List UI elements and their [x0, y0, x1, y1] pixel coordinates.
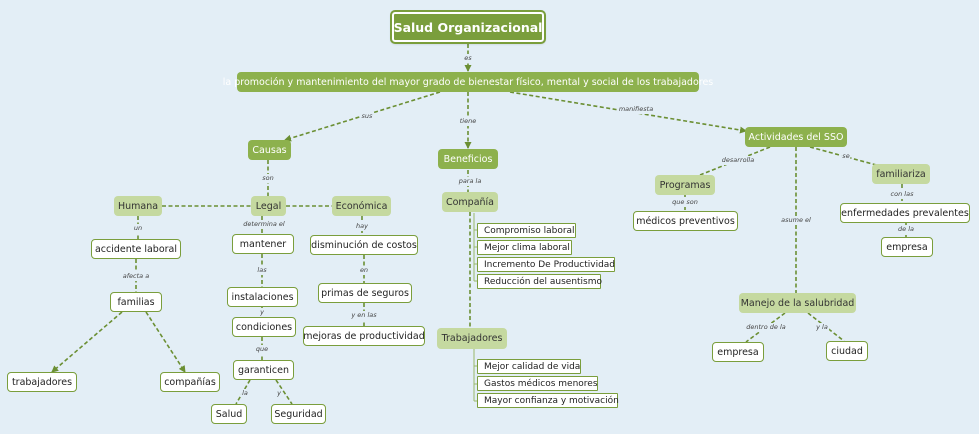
label-y-en-las: y en las [350, 311, 378, 320]
benefit-confianza[interactable]: Mayor confianza y motivación [477, 393, 619, 408]
label-las: las [256, 266, 268, 275]
label-dentro-de-la: dentro de la [745, 323, 787, 332]
label-y-la: y la [815, 323, 829, 332]
companias-node[interactable]: compañías [160, 372, 220, 392]
benefit-productividad[interactable]: Incremento De Productividad [477, 257, 615, 272]
programas-node[interactable]: Programas [655, 175, 715, 195]
manejo-salubridad-node[interactable]: Manejo de la salubridad [739, 293, 856, 313]
link-manejo-empresa [745, 312, 786, 343]
label-la: la [241, 389, 249, 398]
disminucion-costos-node[interactable]: disminución de costos [310, 235, 418, 255]
mejoras-productividad-node[interactable]: mejoras de productividad [303, 326, 425, 346]
benefit-gastos-medicos[interactable]: Gastos médicos menores [477, 376, 598, 391]
label-manifiesta: manifiesta [617, 105, 655, 114]
benefit-clima[interactable]: Mejor clima laboral [477, 240, 572, 255]
label-en: en [358, 266, 370, 275]
label-con-las: con las [889, 190, 915, 199]
familiariza-node[interactable]: familiariza [872, 164, 930, 184]
trabajadores-node[interactable]: trabajadores [7, 372, 77, 392]
benefit-ausentismo[interactable]: Reducción del ausentismo [477, 274, 602, 289]
beneficios-node[interactable]: Beneficios [438, 149, 498, 169]
actividades-node[interactable]: Actividades del SSO [745, 127, 847, 147]
instalaciones-node[interactable]: instalaciones [227, 287, 298, 307]
economica-node[interactable]: Económica [332, 196, 391, 216]
label-que: que [254, 345, 270, 354]
label-tiene: tiene [458, 117, 478, 126]
causas-node[interactable]: Causas [248, 140, 291, 160]
accidente-laboral-node[interactable]: accidente laboral [91, 239, 181, 259]
root-node[interactable]: Salud Organizacional [390, 10, 546, 44]
label-son: son [261, 174, 275, 183]
label-afecta-a: afecta a [121, 272, 151, 281]
enfermedades-prevalentes-node[interactable]: enfermedades prevalentes [840, 203, 970, 223]
definition-node[interactable]: la promoción y mantenimiento del mayor g… [223, 72, 713, 92]
label-un: un [132, 224, 144, 233]
bracket-compania [473, 213, 478, 282]
ciudad-node[interactable]: ciudad [826, 341, 868, 361]
trabajadores-beneficio-node[interactable]: Trabajadores [437, 328, 507, 349]
medicos-preventivos-node[interactable]: médicos preventivos [633, 211, 738, 231]
label-hay: hay [355, 222, 369, 231]
link-familias-trabajadores [51, 311, 123, 373]
salud-node[interactable]: Salud [211, 404, 247, 424]
benefit-compromiso[interactable]: Compromiso laboral [477, 223, 576, 238]
empresa-familiariza-node[interactable]: empresa [881, 237, 933, 257]
seguridad-node[interactable]: Seguridad [271, 404, 326, 424]
benefit-calidad-vida[interactable]: Mejor calidad de vida [477, 359, 581, 374]
label-sus: sus [360, 112, 374, 121]
mantener-node[interactable]: mantener [232, 234, 294, 254]
label-y-seguridad: y [276, 389, 282, 398]
legal-node[interactable]: Legal [251, 196, 286, 216]
garanticen-node[interactable]: garanticen [233, 360, 294, 380]
link-garanticen-seguridad [275, 379, 293, 405]
empresa-manejo-node[interactable]: empresa [712, 342, 764, 362]
humana-node[interactable]: Humana [114, 196, 162, 216]
bracket-trabajadores [473, 349, 478, 402]
label-se: se [841, 152, 851, 161]
primas-seguros-node[interactable]: primas de seguros [318, 283, 412, 303]
label-que-son: que son [671, 198, 699, 207]
label-desarrolla: desarrolla [720, 156, 756, 165]
label-es: es [463, 54, 473, 63]
label-asume-el: asume el [780, 216, 812, 225]
familias-node[interactable]: familias [110, 292, 162, 312]
condiciones-node[interactable]: condiciones [232, 317, 296, 337]
link-familias-companias [145, 311, 186, 373]
compania-node[interactable]: Compañía [442, 192, 498, 212]
label-y: y [259, 308, 265, 317]
label-para-la: para la [457, 177, 483, 186]
label-de-la: de la [897, 225, 915, 234]
label-determina-el: determina el [242, 220, 286, 229]
